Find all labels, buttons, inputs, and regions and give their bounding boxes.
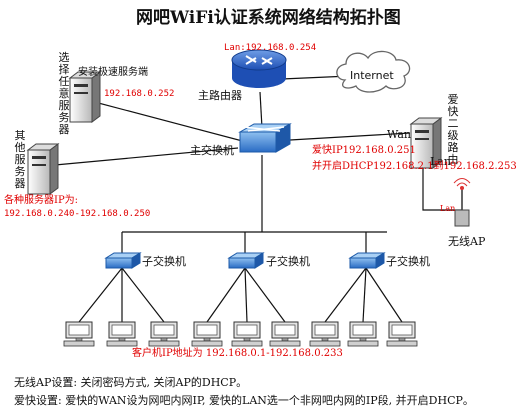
main-router-icon — [231, 49, 287, 88]
other-servers-ip-range: 192.168.0.240-192.168.0.250 — [4, 209, 151, 219]
client-pc-icon — [106, 321, 138, 347]
main-switch-icon — [238, 123, 292, 153]
client-pc-icon — [148, 321, 180, 347]
wireless-ap-lan-label: Lan — [440, 204, 456, 213]
secondary-router-dhcp: 并开启DHCP192.168.2.1到192.168.2.253 — [312, 161, 517, 172]
main-switch-label: 主交换机 — [190, 144, 234, 157]
secondary-router-wan-label: Wan — [387, 128, 411, 141]
wireless-ap-icon — [453, 178, 471, 227]
secondary-router-icon — [409, 117, 443, 169]
other-server-icon — [26, 143, 60, 195]
client-pcs — [63, 321, 418, 347]
internet-cloud — [336, 50, 411, 93]
client-pc-icon — [269, 321, 301, 347]
secondary-router-side-label: 爱快二级路由 — [447, 93, 459, 166]
client-pc-icon — [347, 321, 379, 347]
sub-switch-3-icon — [348, 252, 386, 269]
secondary-router-lan-label: Lan — [430, 155, 451, 168]
other-servers-side-label: 其他服务器 — [14, 129, 26, 190]
main-router-lan-ip: Lan:192.168.0.254 — [224, 43, 317, 53]
note-ap-settings: 无线AP设置: 关闭密码方式, 关闭AP的DHCP。 — [14, 376, 248, 389]
sub-switch-1-icon — [104, 252, 142, 269]
wireless-ap-label: 无线AP — [448, 235, 486, 248]
other-servers-ip-label: 各种服务器IP为: — [4, 195, 79, 206]
auth-server-ip: 192.168.0.252 — [104, 89, 175, 99]
auth-server-label: 安装极速服务端 — [78, 67, 148, 78]
client-pc-icon — [231, 321, 263, 347]
note-ikuai-settings: 爱快设置: 爱快的WAN设为网吧内网IP, 爱快的LAN选一个非网吧内网的IP段… — [14, 394, 474, 407]
auth-server-icon — [68, 71, 102, 123]
secondary-router-wan-ip: 爱快IP192.168.0.251 — [312, 145, 416, 156]
diagram-title: 网吧WiFi认证系统网络结构拓扑图 — [136, 8, 401, 28]
sub-switch-3-label: 子交换机 — [386, 255, 430, 268]
sub-switch-2-label: 子交换机 — [266, 255, 310, 268]
client-pc-icon — [386, 321, 418, 347]
sub-switch-1-label: 子交换机 — [142, 255, 186, 268]
client-ip-label: 客户机IP地址为 192.168.0.1-192.168.0.233 — [132, 348, 343, 359]
internet-label: Internet — [350, 69, 394, 82]
sub-switch-2-icon — [227, 252, 265, 269]
auth-server-side-label: 选择任意服务器 — [58, 51, 70, 136]
client-pc-icon — [63, 321, 95, 347]
client-pc-icon — [309, 321, 341, 347]
connection-lines — [54, 75, 462, 323]
main-router-label: 主路由器 — [198, 89, 242, 102]
client-pc-icon — [191, 321, 223, 347]
